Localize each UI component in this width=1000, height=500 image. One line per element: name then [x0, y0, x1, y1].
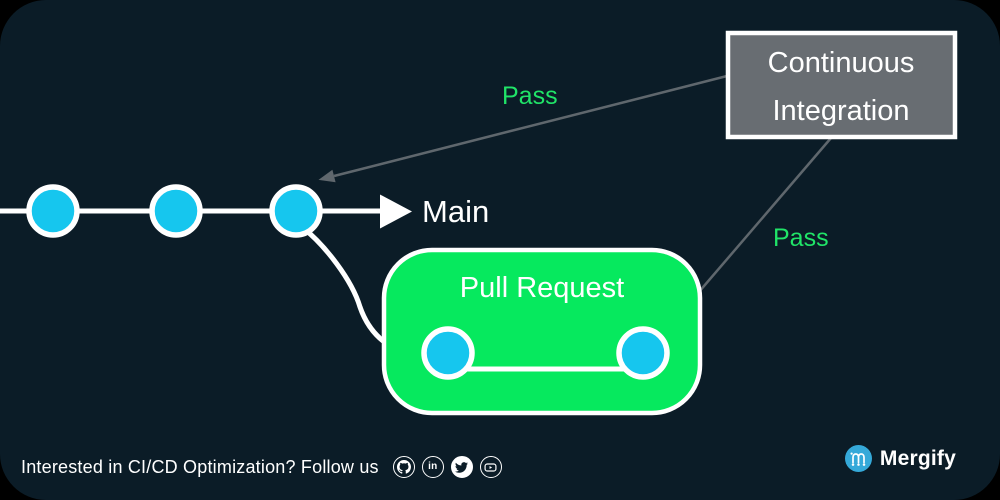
- footer: Interested in CI/CD Optimization? Follow…: [21, 456, 502, 478]
- ci-box-label-line1: Continuous: [768, 47, 915, 79]
- mergify-mark-icon: [844, 445, 872, 472]
- commit-node-main-2: [149, 184, 203, 238]
- ci-to-pr-arrow-line: [679, 137, 832, 315]
- pass-label-pr: Pass: [773, 224, 829, 252]
- ci-to-main-arrow-line: [333, 74, 728, 178]
- commit-node-pr-2: [616, 326, 670, 380]
- social-links: in: [392, 456, 502, 478]
- twitter-icon[interactable]: [450, 456, 473, 478]
- main-branch-arrowhead-icon: [380, 194, 412, 229]
- commit-node-main-3: [269, 184, 323, 238]
- ci-box-label-line2: Integration: [772, 95, 909, 127]
- pass-label-main: Pass: [502, 82, 558, 110]
- linkedin-icon[interactable]: in: [421, 456, 444, 478]
- ci-box: [725, 30, 958, 140]
- pull-request-label: Pull Request: [460, 272, 624, 304]
- commit-node-main-1: [26, 184, 80, 238]
- main-branch-label: Main: [422, 194, 489, 229]
- mergify-brand[interactable]: Mergify: [844, 445, 956, 472]
- mergify-wordmark: Mergify: [879, 446, 956, 470]
- youtube-icon[interactable]: [479, 456, 502, 478]
- ci-to-main-arrowhead-icon: [318, 169, 336, 183]
- footer-text: Interested in CI/CD Optimization? Follow…: [21, 456, 379, 477]
- commit-node-pr-1: [421, 326, 475, 380]
- github-icon[interactable]: [392, 456, 415, 478]
